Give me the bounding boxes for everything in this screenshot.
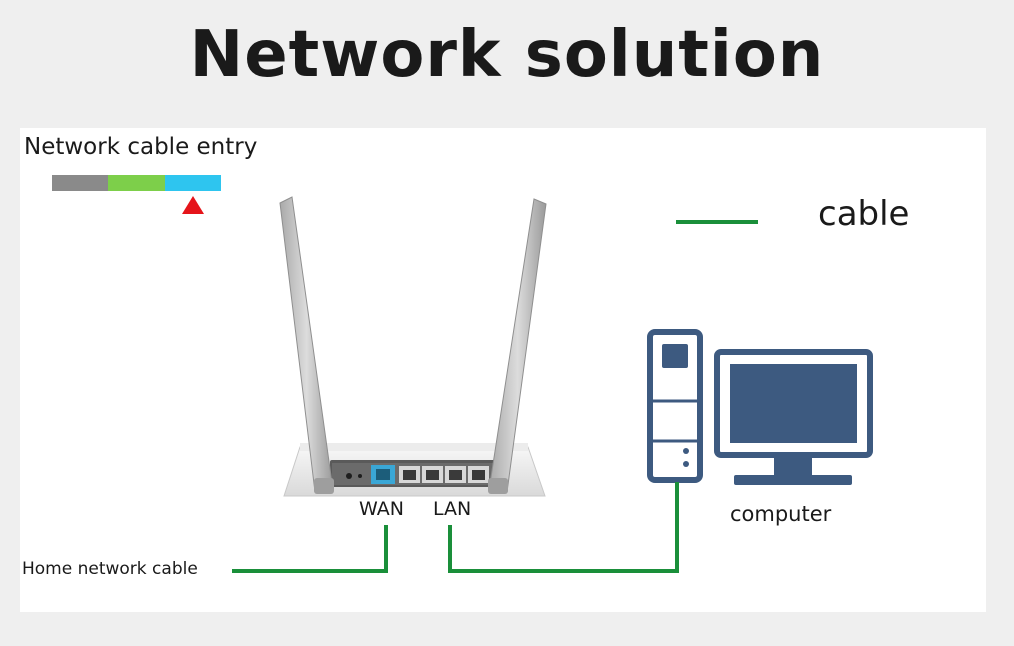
page-title: Network solution [189,18,825,92]
cable-entry-indicator [52,175,221,214]
cable-entry-label: Network cable entry [24,134,258,160]
home-network-cable-line [232,525,388,573]
router-icon [279,196,547,497]
lan-cable-line [448,482,679,573]
entry-segment-blue [165,175,221,191]
entry-segment-green [108,175,165,191]
entry-marker-icon [182,196,204,214]
computer-label: computer [730,502,832,526]
entry-segment-gray [52,175,108,191]
wan-port-label: WAN [359,498,404,520]
computer-icon [647,329,873,485]
lan-port-label: LAN [433,498,472,520]
cable-legend-label: cable [818,194,910,234]
home-network-cable-label: Home network cable [22,559,198,579]
